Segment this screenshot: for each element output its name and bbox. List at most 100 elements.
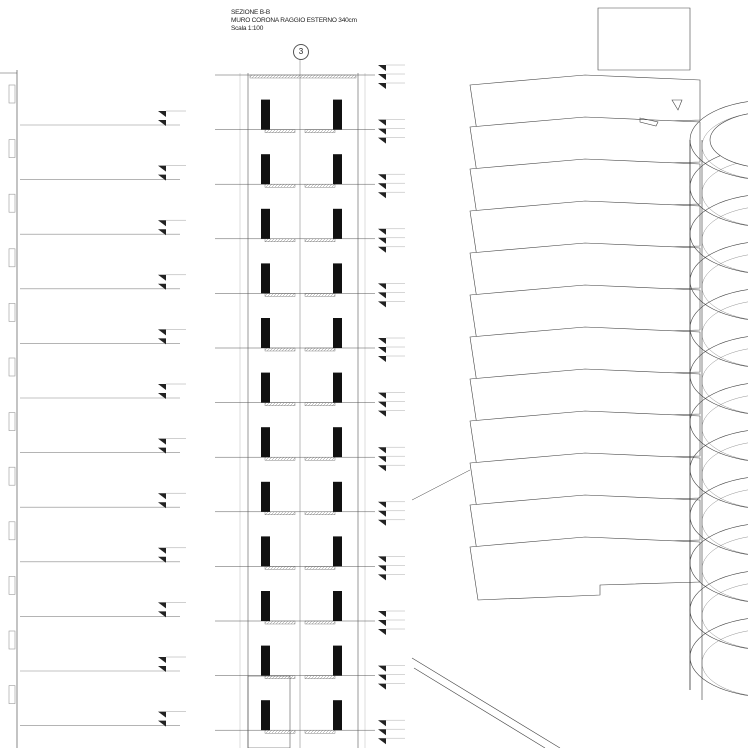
slab-hatch [264, 730, 296, 734]
level-marker-icon [378, 410, 386, 417]
level-marker-icon [158, 602, 166, 609]
level-marker-icon [378, 620, 386, 626]
column-right [333, 591, 342, 621]
column-right [333, 99, 342, 130]
roof-volume [597, 7, 691, 71]
level-marker-icon [158, 120, 166, 126]
column-right [333, 318, 342, 348]
slab-hatch [264, 675, 296, 679]
level-marker-icon [378, 74, 386, 80]
level-marker-icon [378, 347, 386, 353]
column-left [261, 372, 270, 403]
slab-hatch [304, 511, 336, 515]
cylinder-ring-inner [701, 113, 748, 179]
column-right [333, 645, 342, 676]
level-marker-icon [158, 720, 166, 727]
level-marker-icon [158, 283, 166, 290]
level-marker-icon [378, 738, 386, 745]
section-title-block: SEZIONE B-B MURO CORONA RAGGIO ESTERNO 3… [231, 9, 357, 33]
elevation-window [8, 630, 16, 650]
level-marker-icon [158, 666, 166, 672]
level-marker-icon [378, 465, 386, 472]
elevation-window [8, 248, 16, 268]
slab-hatch [264, 129, 296, 133]
level-marker-icon [158, 547, 166, 554]
connector-line [411, 469, 471, 501]
cylinder-ring [689, 195, 748, 273]
level-marker-icon [378, 629, 386, 635]
slab-hatch [264, 238, 296, 243]
column-right [333, 263, 342, 294]
level-marker-icon [158, 711, 166, 718]
cylinder-ring [689, 336, 748, 414]
cylinder-ring-inner [701, 395, 748, 461]
level-marker-icon [378, 119, 386, 126]
level-marker-icon [378, 556, 386, 563]
column-left [261, 536, 270, 567]
roof-detail [639, 117, 659, 127]
level-marker-icon [378, 456, 386, 463]
slab-hatch [264, 457, 296, 461]
cylinder-ring-inner [701, 160, 748, 226]
cylinder-ring-inner [701, 301, 748, 367]
column-left [261, 427, 270, 458]
slab-hatch [304, 238, 336, 243]
grid-axis-bubble: 3 [293, 44, 309, 60]
cylinder-ring-inner [701, 489, 748, 555]
level-marker-icon [158, 165, 166, 172]
level-marker-icon [158, 447, 166, 454]
cylinder-ring [689, 477, 748, 555]
elevation-window [8, 576, 16, 595]
slab-hatch [264, 511, 296, 515]
cylinder-ring [689, 618, 748, 696]
scale-label: Scala 1:100 [231, 25, 264, 32]
column-right [333, 536, 342, 567]
level-marker-icon [158, 393, 166, 399]
level-marker-icon [378, 565, 386, 572]
level-marker-icon [378, 720, 386, 727]
slab-hatch [264, 402, 296, 406]
column-left [261, 154, 270, 185]
slab-hatch [264, 293, 296, 297]
level-marker-icon [378, 183, 386, 190]
level-marker-icon [378, 65, 386, 71]
level-marker-icon [378, 83, 386, 89]
level-marker-icon [158, 229, 166, 236]
column-left [261, 263, 270, 294]
column-right [333, 208, 342, 239]
cylinder-top [709, 113, 748, 167]
slab-hatch [304, 457, 336, 461]
level-marker-icon [378, 447, 386, 454]
elevation-window [8, 357, 16, 377]
level-marker-icon [158, 274, 166, 281]
slab-hatch [249, 74, 357, 79]
section-subtitle: MURO CORONA RAGGIO ESTERNO 340cm [231, 17, 357, 24]
level-marker-icon [378, 392, 386, 399]
slab-hatch [304, 402, 336, 406]
level-marker-icon [378, 683, 386, 690]
level-marker-icon [158, 220, 166, 227]
column-right [333, 700, 342, 731]
level-marker-icon [378, 246, 386, 253]
elevation-window [8, 412, 16, 431]
level-marker-icon [378, 501, 386, 508]
slab-hatch [304, 293, 336, 297]
level-marker-icon [378, 611, 386, 617]
cylinder-ring [689, 571, 748, 649]
slab-hatch [304, 566, 336, 570]
level-marker-icon [378, 729, 386, 736]
level-marker-icon [158, 111, 166, 117]
level-marker-icon [158, 384, 166, 390]
column-right [333, 427, 342, 458]
level-marker-icon [378, 174, 386, 181]
cylinder-ring [689, 101, 748, 179]
cylinder-ring [689, 242, 748, 320]
level-marker-icon [378, 128, 386, 135]
roof-detail [671, 99, 683, 111]
slab-hatch [304, 183, 336, 188]
slab-hatch [264, 620, 296, 625]
column-right [333, 154, 342, 185]
cylinder-ring [689, 430, 748, 508]
cylinder-ring [689, 289, 748, 367]
column-left [261, 700, 270, 731]
